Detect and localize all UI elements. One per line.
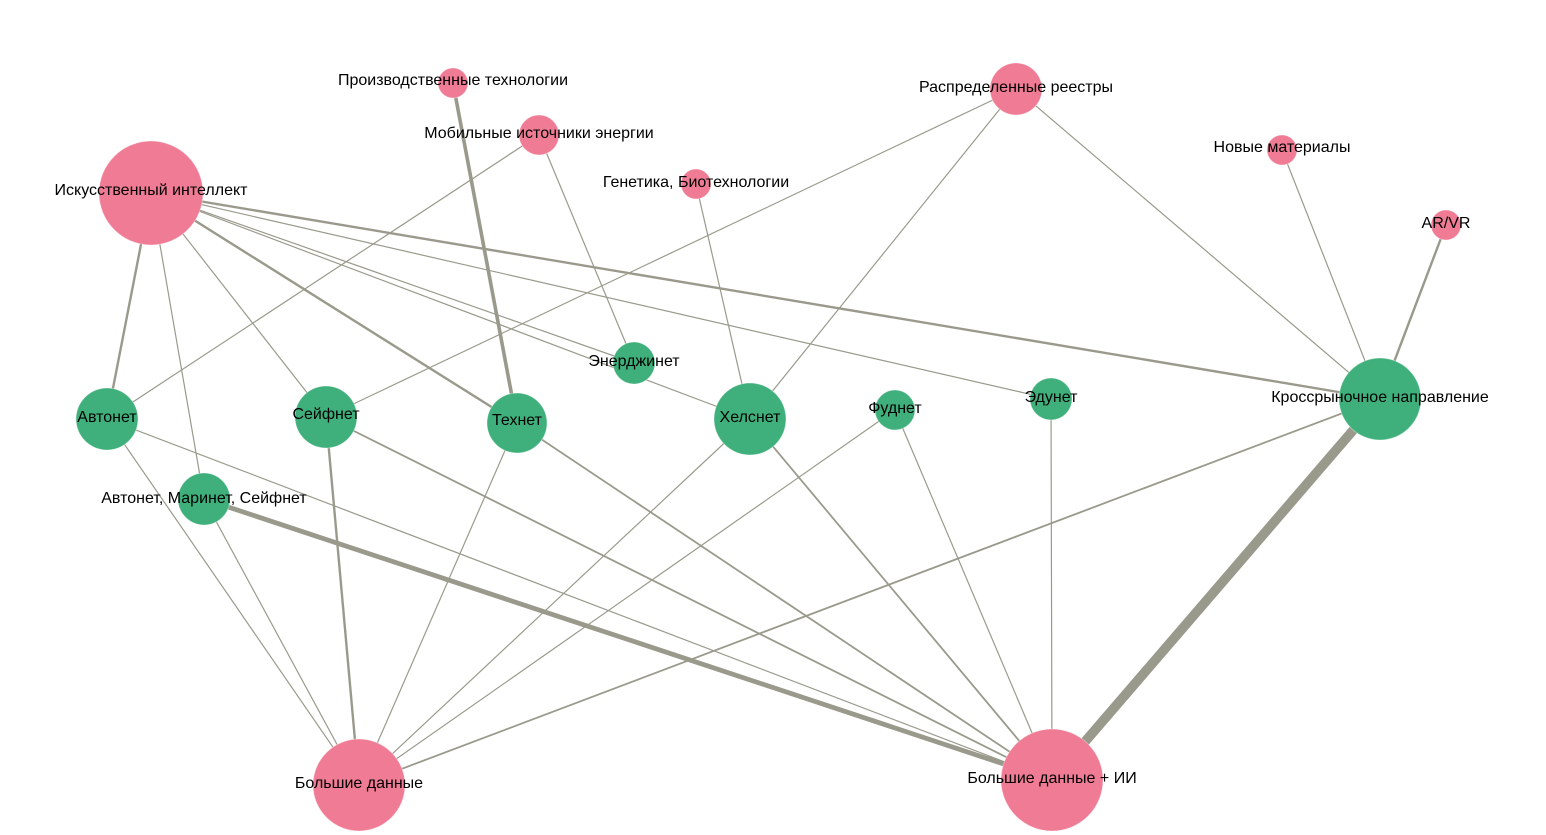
node-label-healthnet: Хелснет (720, 409, 782, 426)
edge-dist-healthnet (749, 88, 1017, 420)
node-healthnet (713, 382, 787, 456)
node-cross (1338, 357, 1422, 441)
node-ai (98, 140, 204, 246)
edge-cross-bigdata (358, 398, 1381, 786)
node-edunet (1029, 377, 1073, 421)
edge-dist-cross (1015, 88, 1381, 400)
node-label-gen: Генетика, Биотехнологии (603, 174, 789, 191)
edge-mob-energynet (538, 134, 635, 364)
node-technet (486, 392, 548, 454)
node-label-bigdata: Большие данные (295, 775, 423, 792)
node-dist (989, 62, 1043, 116)
node-autonet (75, 387, 139, 451)
nodes-layer (75, 62, 1462, 832)
edge-foodnet-bigdata (358, 409, 896, 786)
node-label-foodnet: Фуднет (868, 400, 922, 417)
edge-dist-safenet (325, 88, 1017, 418)
node-label-mob: Мобильные источники энергии (424, 125, 654, 142)
node-label-amsnet: Автонет, Маринет, Сейфнет (101, 490, 307, 507)
edge-ai-healthnet (150, 192, 751, 420)
node-label-prod: Производственные технологии (338, 72, 568, 89)
edge-ai-energynet (150, 192, 635, 364)
node-amsnet (177, 472, 231, 526)
edge-newmat-cross (1281, 149, 1381, 400)
edge-amsnet-bdai (201, 496, 1055, 783)
edge-edunet-bdai (1050, 398, 1053, 781)
node-foodnet (874, 389, 916, 431)
node-label-energynet: Энерджинет (588, 353, 680, 370)
edge-gen-healthnet (695, 183, 751, 420)
edge-healthnet-bdai (749, 418, 1053, 781)
edge-technet-bigdata (358, 422, 518, 786)
node-bdai (1000, 728, 1104, 832)
node-label-dist: Распределенные реестры (919, 79, 1113, 96)
edge-autonet-bdai (106, 418, 1053, 781)
edge-autonet-bigdata (106, 418, 360, 786)
edge-safenet-bdai (325, 416, 1053, 781)
node-mob (518, 114, 560, 156)
edges-layer (105, 81, 1448, 787)
node-gen (680, 168, 712, 200)
node-bigdata (312, 738, 406, 832)
node-arvr (1430, 209, 1462, 241)
edge-foodnet-bdai (894, 409, 1053, 781)
edge-ai-cross (149, 191, 1382, 401)
node-label-bdai: Большие данные + ИИ (967, 770, 1136, 787)
edge-ai-edunet (150, 192, 1052, 400)
node-label-newmat: Новые материалы (1214, 139, 1351, 156)
edge-amsnet-bigdata (203, 498, 360, 786)
node-label-arvr: AR/VR (1422, 215, 1471, 232)
node-label-autonet: Автонет (77, 409, 137, 426)
edge-technet-bdai (516, 422, 1053, 781)
node-label-safenet: Сейфнет (292, 406, 360, 423)
edge-healthnet-bigdata (358, 418, 751, 786)
labels-layer: Искусственный интеллект Производственные … (55, 72, 1489, 792)
node-label-technet: Технет (492, 412, 543, 429)
node-label-cross: Кроссрыночное направление (1271, 389, 1489, 406)
node-newmat (1266, 134, 1298, 166)
edge-cross-bdai (1047, 394, 1385, 785)
edge-prod-technet (451, 81, 519, 425)
edge-safenet-bigdata (324, 415, 361, 787)
edge-ai-technet (149, 191, 519, 425)
node-safenet (294, 385, 358, 449)
node-label-ai: Искусственный интеллект (55, 182, 249, 199)
edge-mob-autonet (106, 134, 540, 420)
node-prod (437, 67, 469, 99)
node-label-edunet: Эдунет (1025, 389, 1079, 406)
node-energynet (612, 341, 656, 385)
